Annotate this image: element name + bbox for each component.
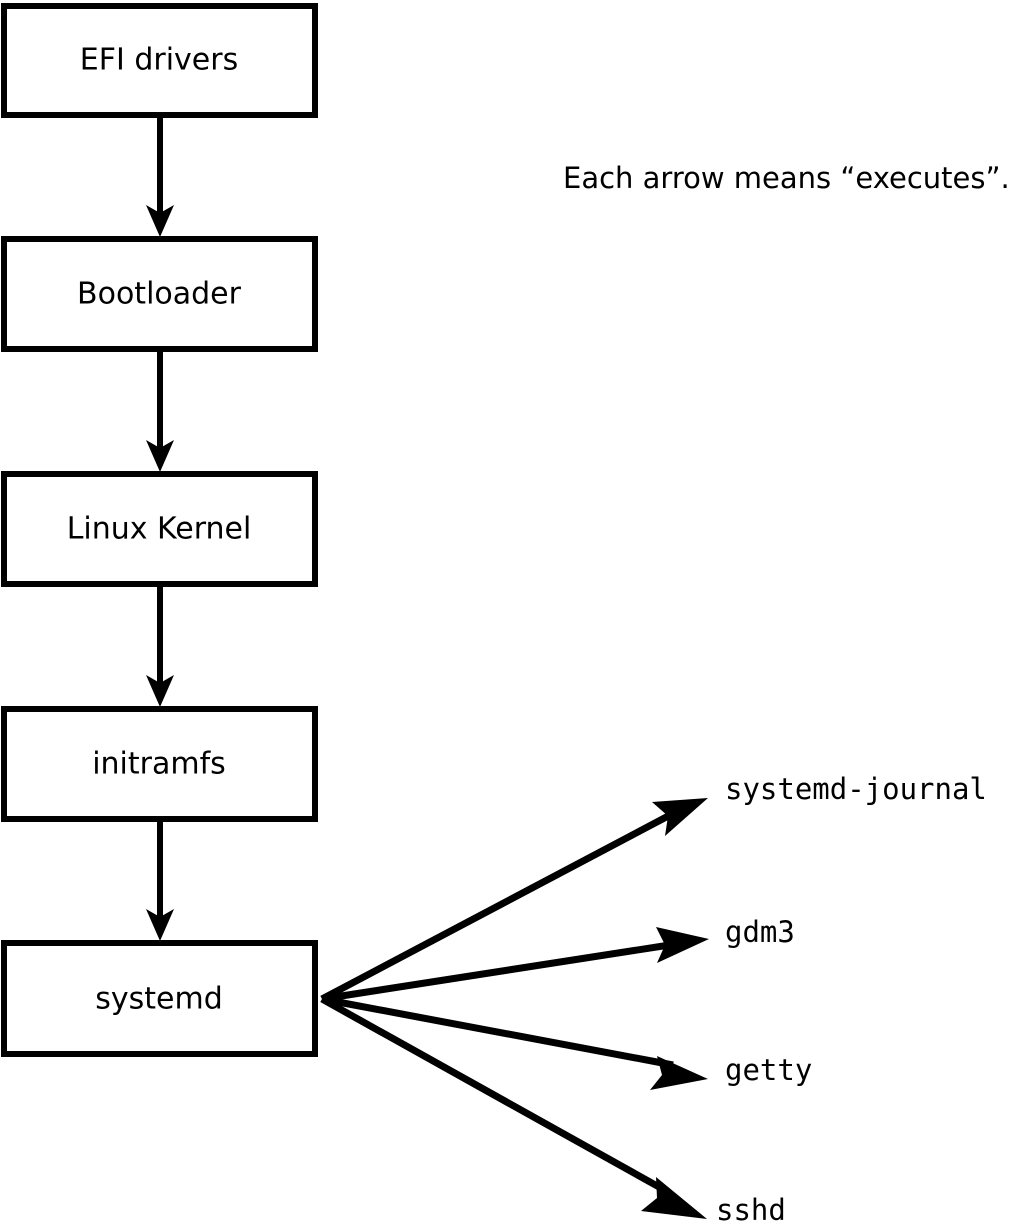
arrow-head-icon (146, 909, 174, 941)
diagram-caption: Each arrow means “executes”. (563, 161, 1010, 195)
arrow-systemd-to-getty (321, 995, 708, 1090)
process-box-labels: EFI drivers Bootloader Linux Kernel init… (67, 43, 252, 1017)
arrow-head-icon (641, 1177, 707, 1219)
arrow-systemd-to-systemd-journal (320, 798, 708, 1003)
leaf-label-sshd: sshd (716, 1193, 786, 1227)
arrow-head-icon (146, 675, 174, 707)
arrow-head-icon (652, 798, 708, 836)
box-label-initramfs: initramfs (92, 747, 226, 782)
leaf-label-group: systemd-journal gdm3 getty sshd (716, 772, 987, 1227)
box-label-bootloader: Bootloader (77, 277, 242, 312)
box-label-linux-kernel: Linux Kernel (67, 512, 252, 547)
arrow-head-icon (650, 1056, 708, 1090)
process-box-group (1, 3, 318, 1057)
arrow-initramfs-to-systemd (146, 822, 174, 941)
box-label-efi-drivers: EFI drivers (80, 43, 238, 78)
fanout-arrow-group (320, 798, 709, 1219)
leaf-label-getty: getty (725, 1053, 812, 1087)
box-efi-drivers[interactable] (1, 3, 318, 118)
box-bootloader[interactable] (1, 236, 318, 352)
box-systemd[interactable] (1, 940, 318, 1057)
arrow-efi-to-bootloader (146, 118, 174, 237)
arrow-head-icon (656, 927, 709, 963)
arrow-systemd-to-sshd (320, 995, 707, 1219)
box-linux-kernel[interactable] (1, 471, 318, 587)
arrow-systemd-to-gdm3 (321, 927, 709, 1003)
arrow-head-icon (146, 205, 174, 237)
leaf-label-systemd-journal: systemd-journal (725, 772, 987, 806)
box-label-systemd: systemd (95, 982, 223, 1017)
box-initramfs[interactable] (1, 706, 318, 822)
vertical-arrow-group (146, 118, 174, 941)
arrow-kernel-to-initramfs (146, 587, 174, 707)
arrow-bootloader-to-kernel (146, 352, 174, 472)
leaf-label-gdm3: gdm3 (725, 915, 795, 949)
arrow-head-icon (146, 440, 174, 472)
